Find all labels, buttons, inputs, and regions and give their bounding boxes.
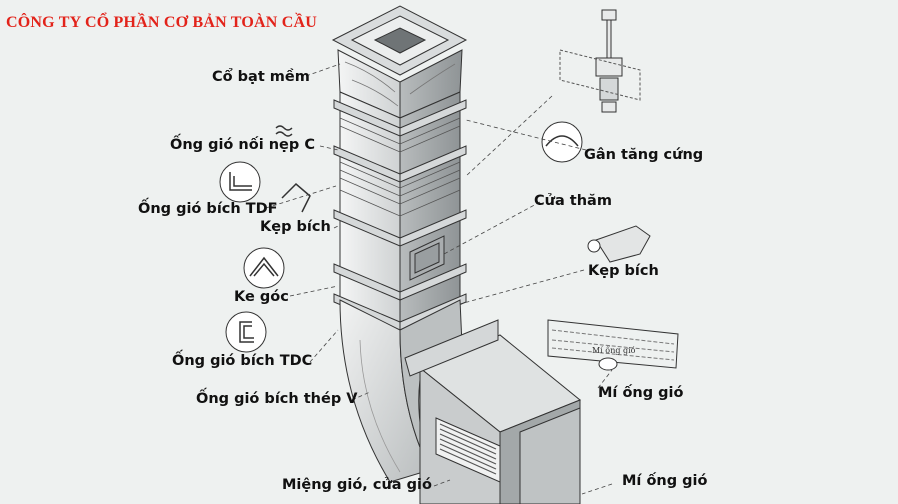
c-clip-icon bbox=[275, 125, 293, 137]
label-ong-gio-noi-nep-c: Ống gió nối nẹp C bbox=[170, 137, 315, 153]
label-mieng-gio-cua-gio: Miệng gió, cửa gió bbox=[282, 477, 432, 493]
clamp-icon bbox=[587, 225, 651, 263]
label-ong-gio-bich-thep-v: Ống gió bích thép V bbox=[196, 391, 358, 407]
stiffener-icon bbox=[541, 121, 583, 163]
label-mi-ong-gio-small: Mí ống gió bbox=[592, 346, 636, 355]
label-ke-goc: Ke góc bbox=[234, 289, 289, 305]
seam-detail-icon bbox=[547, 319, 679, 371]
label-gan-tang-cung: Gân tăng cứng bbox=[584, 147, 704, 163]
bolt-hardware-icon bbox=[559, 9, 641, 113]
horizontal-duct bbox=[404, 319, 581, 504]
tdc-profile-icon bbox=[225, 311, 267, 353]
label-co-bat-mem: Cổ bạt mềm bbox=[212, 69, 310, 85]
label-ong-gio-bich-tdf: Ống gió bích TDF bbox=[138, 201, 278, 217]
label-kep-bich-right: Kẹp bích bbox=[588, 263, 659, 279]
label-mi-ong-gio-2: Mí ống gió bbox=[622, 473, 708, 489]
company-name: CÔNG TY CỔ PHẦN CƠ BẢN TOÀN CẦU bbox=[6, 14, 317, 31]
label-ong-gio-bich-tdc: Ống gió bích TDC bbox=[172, 353, 313, 369]
tdf-profile-icon bbox=[219, 161, 261, 203]
vertical-duct bbox=[331, 5, 468, 331]
corner-icon bbox=[243, 247, 285, 289]
flange-clip-icon bbox=[281, 182, 311, 213]
leader-lines bbox=[265, 63, 613, 495]
label-cua-tham: Cửa thăm bbox=[534, 193, 612, 209]
label-mi-ong-gio-1: Mí ống gió bbox=[598, 385, 684, 401]
label-kep-bich-left: Kẹp bích bbox=[260, 219, 331, 235]
